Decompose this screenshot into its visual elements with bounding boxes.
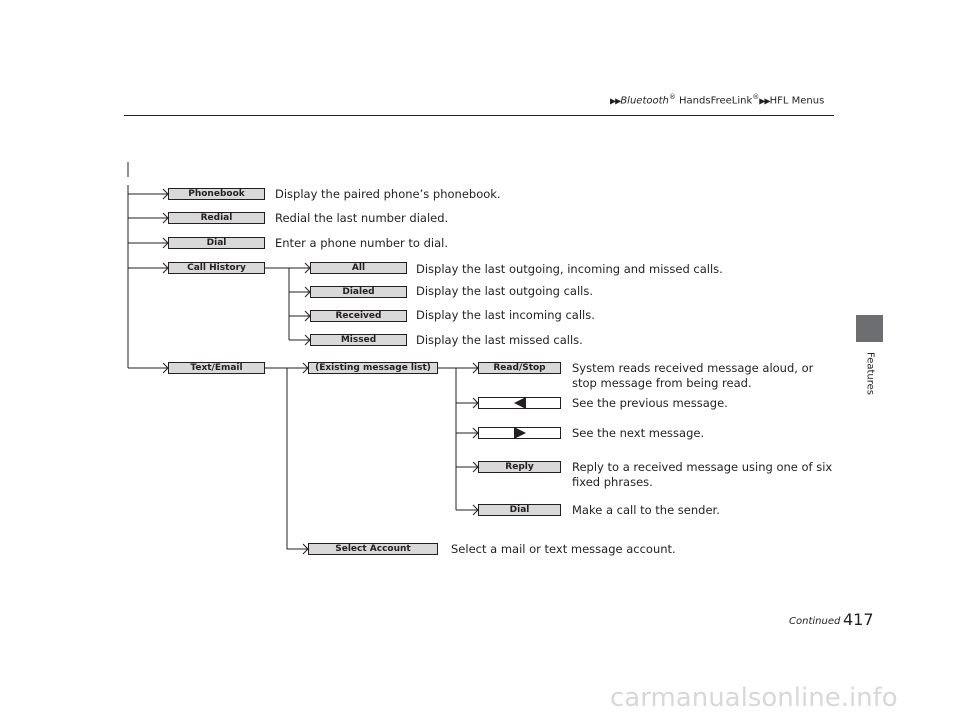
reply-description-line2: fixed phrases. (572, 475, 653, 489)
previous-message-description: See the previous message. (572, 396, 728, 410)
message-dial-description: Make a call to the sender. (572, 503, 720, 517)
call-history-all-item[interactable]: All (310, 262, 407, 274)
breadcrumb: ▶▶Bluetooth® HandsFreeLink®▶▶HFL Menus (610, 93, 825, 107)
watermark-text: carmanualsonline.info (610, 683, 898, 713)
call-history-all-description: Display the last outgoing, incoming and … (416, 262, 723, 276)
call-history-received-description: Display the last incoming calls. (416, 308, 595, 322)
section-tab-marker (856, 315, 883, 342)
next-message-description: See the next message. (572, 426, 705, 440)
continued-label: Continued (789, 616, 841, 627)
existing-message-list-item[interactable]: (Existing message list) (308, 362, 438, 374)
call-history-missed-description: Display the last missed calls. (416, 333, 583, 347)
select-account-item[interactable]: Select Account (308, 543, 438, 555)
redial-description: Redial the last number dialed. (275, 211, 449, 225)
dial-menu-item[interactable]: Dial (168, 237, 265, 249)
read-stop-description-line1: System reads received message aloud, or (572, 361, 814, 375)
call-history-dialed-description: Display the last outgoing calls. (416, 284, 593, 298)
text-email-menu-item[interactable]: Text/Email (168, 362, 265, 374)
reply-description-line1: Reply to a received message using one of… (572, 460, 833, 474)
call-history-dialed-item[interactable]: Dialed (310, 286, 407, 298)
next-arrow-icon (514, 427, 526, 439)
previous-message-item[interactable] (478, 397, 561, 409)
redial-menu-item[interactable]: Redial (168, 212, 265, 224)
message-dial-item[interactable]: Dial (478, 504, 561, 516)
next-message-item[interactable] (478, 427, 561, 439)
dial-description: Enter a phone number to dial. (275, 236, 448, 250)
previous-arrow-icon (514, 397, 526, 409)
call-history-menu-item[interactable]: Call History (168, 262, 265, 274)
select-account-description: Select a mail or text message account. (451, 542, 676, 556)
page-number: 417 (843, 610, 874, 629)
header-rule (124, 115, 834, 116)
read-stop-item[interactable]: Read/Stop (478, 362, 561, 374)
breadcrumb-arrow-icon: ▶▶ (610, 96, 621, 106)
read-stop-description-line2: stop message from being read. (572, 376, 752, 390)
phonebook-description: Display the paired phone’s phonebook. (275, 187, 501, 201)
reply-item[interactable]: Reply (478, 461, 561, 473)
breadcrumb-arrow-icon: ▶▶ (759, 96, 770, 106)
phonebook-menu-item[interactable]: Phonebook (168, 188, 265, 200)
call-history-missed-item[interactable]: Missed (310, 334, 407, 346)
call-history-received-item[interactable]: Received (310, 310, 407, 322)
